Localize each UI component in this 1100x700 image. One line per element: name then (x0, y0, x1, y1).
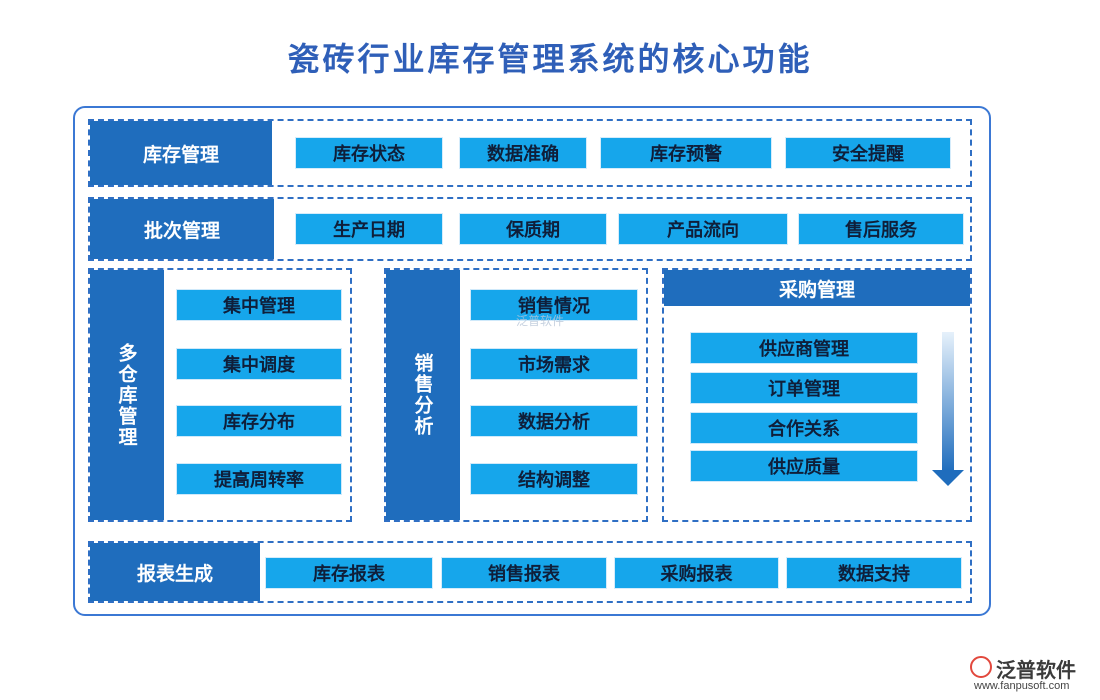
sales-analysis-label: 销售分析 (386, 270, 460, 520)
batch-item: 保质期 (459, 213, 607, 245)
batch-item: 生产日期 (295, 213, 443, 245)
inventory-item: 库存预警 (600, 137, 772, 169)
multi-warehouse-panel: 多仓库管理 集中管理 集中调度 库存分布 提高周转率 (88, 268, 352, 522)
multi-warehouse-label: 多仓库管理 (90, 270, 164, 520)
batch-label: 批次管理 (90, 199, 274, 259)
procurement-header: 采购管理 (664, 270, 970, 306)
inventory-row: 库存管理 库存状态 数据准确 库存预警 安全提醒 (88, 119, 972, 187)
multi-warehouse-item: 库存分布 (176, 405, 342, 437)
procurement-item: 供应质量 (690, 450, 918, 482)
logo-url: www.fanpusoft.com (974, 680, 1070, 692)
batch-row: 批次管理 生产日期 保质期 产品流向 售后服务 (88, 197, 972, 261)
sales-analysis-item: 结构调整 (470, 463, 638, 495)
sales-analysis-item: 数据分析 (470, 405, 638, 437)
down-arrow-shaft (942, 332, 954, 472)
sales-analysis-item: 市场需求 (470, 348, 638, 380)
reports-label: 报表生成 (90, 543, 260, 601)
logo-name: 泛普软件 (996, 658, 1076, 682)
logo-icon (970, 656, 992, 678)
procurement-item: 订单管理 (690, 372, 918, 404)
procurement-item: 合作关系 (690, 412, 918, 444)
down-arrow-icon (932, 470, 964, 486)
inventory-item: 库存状态 (295, 137, 443, 169)
reports-row: 报表生成 库存报表 销售报表 采购报表 数据支持 (88, 541, 972, 603)
watermark: 泛普软件 (516, 314, 565, 328)
reports-item: 销售报表 (441, 557, 607, 589)
sales-analysis-item: 销售情况 (470, 289, 638, 321)
reports-item: 库存报表 (265, 557, 433, 589)
inventory-item: 安全提醒 (785, 137, 951, 169)
brand-logo: 泛普软件 www.fanpusoft.com (970, 654, 1094, 696)
batch-item: 产品流向 (618, 213, 788, 245)
reports-item: 数据支持 (786, 557, 962, 589)
multi-warehouse-item: 集中调度 (176, 348, 342, 380)
page-title: 瓷砖行业库存管理系统的核心功能 (287, 40, 813, 78)
inventory-label: 库存管理 (90, 121, 272, 185)
procurement-panel: 采购管理 供应商管理 订单管理 合作关系 供应质量 (662, 268, 972, 522)
multi-warehouse-item: 提高周转率 (176, 463, 342, 495)
batch-item: 售后服务 (798, 213, 964, 245)
multi-warehouse-item: 集中管理 (176, 289, 342, 321)
sales-analysis-panel: 销售分析 销售情况 市场需求 数据分析 结构调整 (384, 268, 648, 522)
procurement-item: 供应商管理 (690, 332, 918, 364)
inventory-item: 数据准确 (459, 137, 587, 169)
reports-item: 采购报表 (614, 557, 779, 589)
